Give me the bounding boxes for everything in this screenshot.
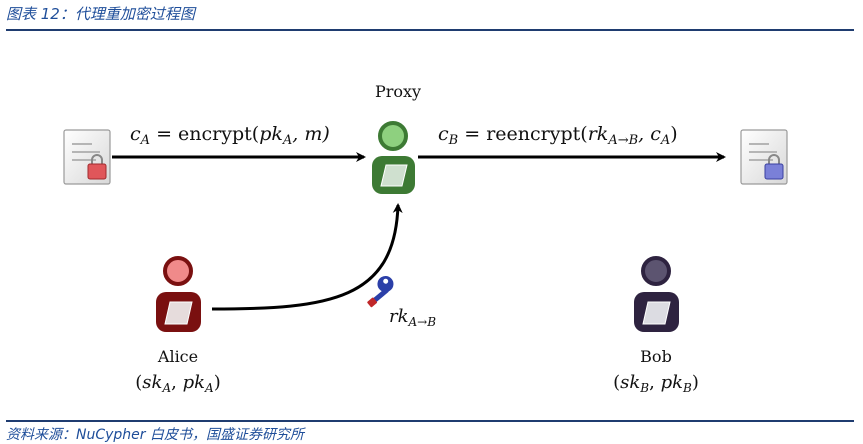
document-blue-lock-icon [740, 129, 788, 185]
document-red-lock-icon [63, 129, 111, 185]
rekey-arrow [211, 203, 403, 311]
bob-label: Bob [640, 347, 672, 366]
alice-person-icon [156, 256, 201, 332]
top-rule [6, 29, 854, 31]
figure-source: 资料来源：NuCypher 白皮书，国盛证券研究所 [6, 427, 304, 443]
reencrypt-label: cB = reencrypt(rkA→B, cA) [438, 123, 678, 148]
bob-keys-label: (skB, pkB) [613, 372, 699, 395]
figure-title: 图表 12：代理重加密过程图 [6, 5, 195, 23]
bottom-rule [6, 420, 854, 422]
proxy-label: Proxy [375, 82, 421, 101]
alice-label: Alice [157, 347, 198, 366]
proxy-person-icon [372, 121, 415, 194]
bob-person-icon [634, 256, 679, 332]
rekey-label: rkA→B [389, 306, 436, 329]
key-icon [367, 276, 394, 308]
alice-keys-label: (skA, pkA) [135, 372, 220, 395]
encrypt-label: cA = encrypt(pkA, m) [130, 123, 330, 148]
